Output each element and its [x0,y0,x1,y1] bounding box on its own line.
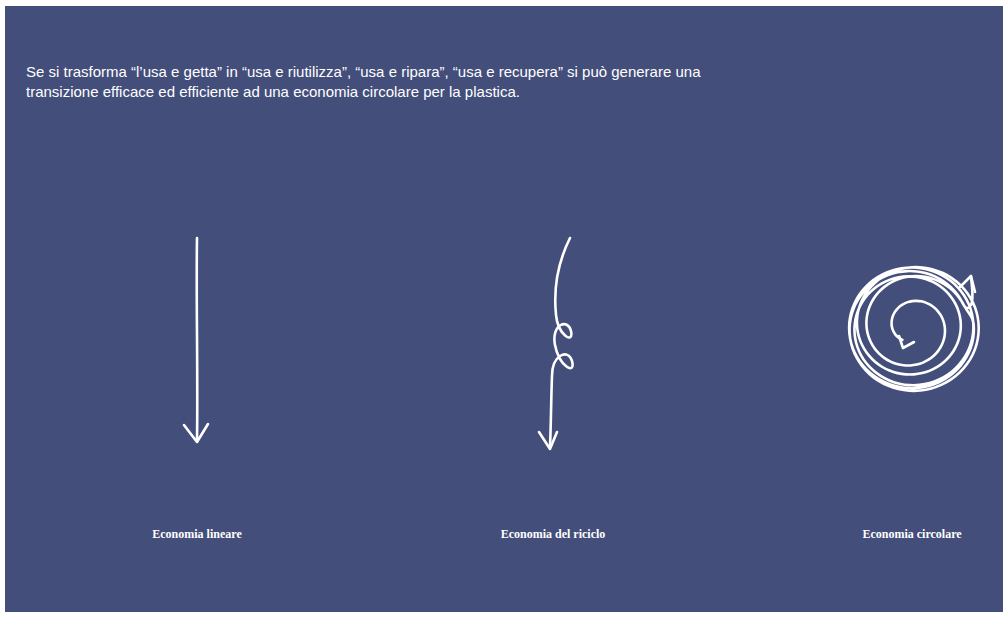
recycle-arrow [550,238,573,447]
economy-label: Economia del riciclo [501,527,606,541]
spiral-outer-head [960,276,975,292]
economy-label: Economia lineare [152,527,241,541]
heading-text: Se si trasforma “l’usa e getta” in “usa … [26,62,766,102]
circular-spiral [849,267,979,391]
linear-arrow-head [184,424,208,442]
recycle-arrow-head [539,432,557,449]
background-panel: Se si trasforma “l’usa e getta” in “usa … [5,6,1003,612]
economy-label: Economia circolare [862,527,961,541]
linear-arrow [195,238,198,441]
spiral-inner-head [899,336,914,348]
